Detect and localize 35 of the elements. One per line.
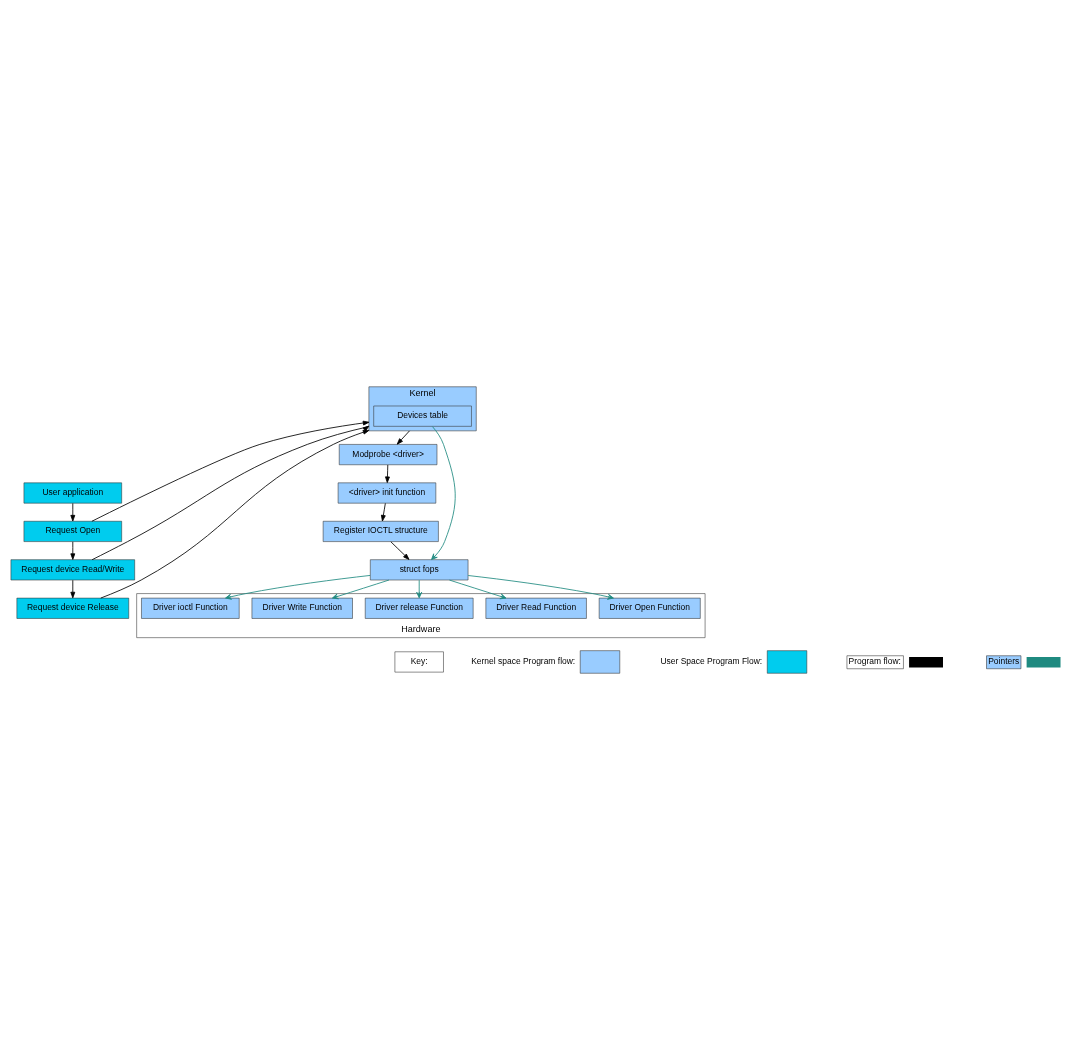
- legend-label: Program flow:: [848, 655, 901, 666]
- node-box: Driver Open Function: [598, 597, 701, 619]
- node-box: Register IOCTL structure: [322, 520, 439, 542]
- arrow: [91, 425, 370, 560]
- arrow: [331, 579, 390, 599]
- node-box: Driver release Function: [364, 597, 474, 619]
- node-box: <driver> init function: [337, 482, 437, 503]
- arrow: [70, 502, 76, 521]
- node-box: struct fops: [370, 558, 469, 580]
- node-box: Request device Read/Write: [10, 558, 135, 580]
- arrow: [100, 429, 370, 598]
- node-box: Driver Read Function: [485, 597, 587, 619]
- node-box: Driver ioctl Function: [141, 597, 240, 619]
- arrow: [380, 502, 386, 521]
- legend-label: Kernel space Program flow:: [471, 655, 576, 666]
- label: Key:: [410, 655, 428, 666]
- node-box: Modprobe <driver>: [338, 443, 438, 465]
- legend-label: Pointers: [988, 655, 1020, 666]
- arrow: [225, 574, 371, 600]
- legend-label: User Space Program Flow:: [660, 655, 763, 666]
- arrow: [431, 425, 456, 560]
- node-box: Driver Write Function: [251, 597, 353, 619]
- arrow: [396, 429, 410, 445]
- arrow: [390, 540, 410, 560]
- node-box: Request device Release: [16, 597, 130, 619]
- arrow: [416, 579, 423, 598]
- arrow: [70, 579, 76, 598]
- node-box: Devices table: [373, 405, 472, 427]
- arrow: [467, 574, 614, 600]
- arrow: [70, 540, 76, 560]
- node-box: Request Open: [23, 520, 122, 542]
- arrow: [91, 420, 370, 522]
- arrow: [385, 464, 390, 483]
- arrow: [449, 579, 507, 599]
- node-box: User application: [23, 482, 122, 503]
